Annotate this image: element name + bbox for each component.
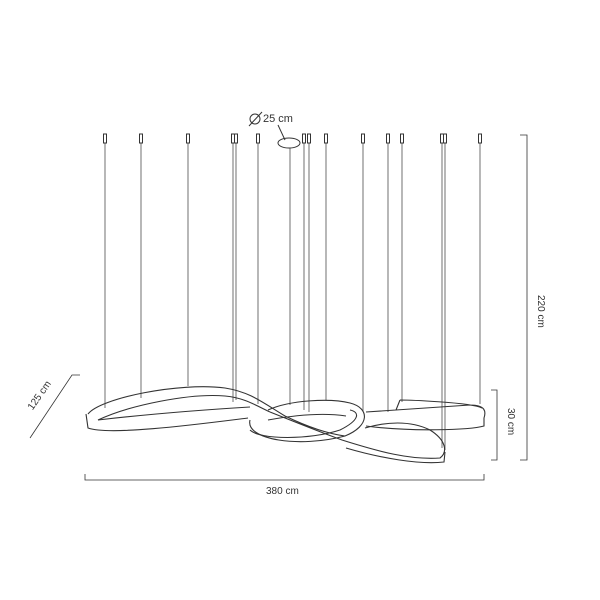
cable-clamp — [139, 133, 143, 144]
left-loop-bottom — [85, 406, 251, 432]
height-dimension-line — [520, 134, 528, 461]
right-loop — [365, 399, 486, 431]
canopy-diameter-label: 25 cm — [263, 113, 293, 125]
width-dimension-line — [84, 474, 485, 481]
dimension-lines — [29, 134, 528, 481]
cable-clamp — [302, 133, 306, 144]
width-label: 380 cm — [266, 486, 299, 497]
cable-clamp — [234, 133, 238, 144]
crossing-band — [269, 411, 446, 459]
left-loop — [87, 386, 286, 417]
middle-loop-inner — [249, 409, 358, 439]
ring-height-label: 30 cm — [505, 408, 516, 436]
cable-clamp — [307, 133, 311, 144]
height-label: 220 cm — [535, 295, 546, 328]
cable-clamp — [324, 133, 328, 144]
cable-clamp — [186, 133, 190, 144]
cable-clamp — [478, 133, 482, 144]
ribbon-rings — [85, 386, 486, 464]
cable-clamp — [361, 133, 365, 144]
cable-clamp — [103, 133, 107, 144]
depth-dimension-line — [29, 374, 80, 439]
diameter-symbol-slash — [248, 111, 263, 127]
left-loop-inner — [97, 395, 271, 421]
cable-clamp — [400, 133, 404, 144]
cable-clamp — [386, 133, 390, 144]
ring-height-dimension-line — [491, 389, 498, 461]
cable-clamp — [256, 133, 260, 144]
suspension-cables — [103, 133, 482, 450]
diameter-symbol — [249, 113, 261, 125]
middle-loop — [249, 399, 365, 443]
ceiling-canopy — [277, 137, 301, 149]
canopy-leader — [277, 124, 286, 141]
cable-clamp — [443, 133, 447, 144]
crossing-band-lower — [345, 447, 446, 464]
